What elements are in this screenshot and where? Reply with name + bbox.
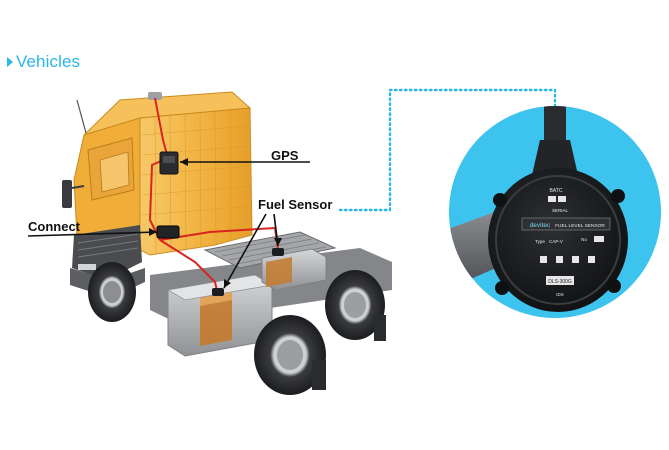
rear-wheel-1 [254, 315, 326, 395]
mudflap [312, 360, 326, 390]
truck [62, 91, 392, 395]
door-window [99, 151, 130, 193]
side-mirror [62, 180, 72, 208]
sensor-model: DLS-300G [548, 279, 572, 285]
caret-right-icon [7, 57, 13, 67]
roof-antenna [148, 92, 162, 100]
sensor-product: FUEL LEVEL SENSOR [555, 223, 605, 229]
fuel-sensor-head-right [272, 248, 284, 256]
fuel-sensor-head-left [212, 288, 224, 296]
sensor-type-label: Type [535, 239, 545, 244]
sensor-cable [544, 106, 566, 144]
sensor-no-label: No [581, 237, 587, 242]
connect-label: Connect [28, 219, 80, 234]
sensor-zoom: BATC SERIAL devitec FUEL LEVEL SENSOR Ty… [449, 106, 661, 318]
sensor-type-value: CAP-V [549, 239, 563, 244]
section-title: Vehicles [7, 52, 80, 72]
dotted-connector [338, 88, 557, 212]
fuel-cutaway [200, 292, 232, 346]
sensor-top-code: BATC [550, 188, 563, 194]
gps-unit [159, 151, 179, 175]
section-title-text: Vehicles [16, 52, 81, 71]
connect-module [156, 225, 180, 239]
sensor-serial: SERIAL [552, 208, 569, 213]
fuel-sensor-label: Fuel Sensor [258, 197, 333, 212]
fuel-cutaway-right [266, 257, 292, 287]
fuel-tank-right [261, 248, 327, 291]
rear-wheel-2 [325, 270, 385, 340]
gps-label: GPS [271, 148, 299, 163]
sensor-body [488, 168, 628, 312]
sensor-bottom-code: IDS [556, 292, 564, 297]
front-wheel [88, 262, 136, 322]
sensor-brand: devitec [530, 222, 551, 229]
callout-leaders [27, 158, 310, 289]
